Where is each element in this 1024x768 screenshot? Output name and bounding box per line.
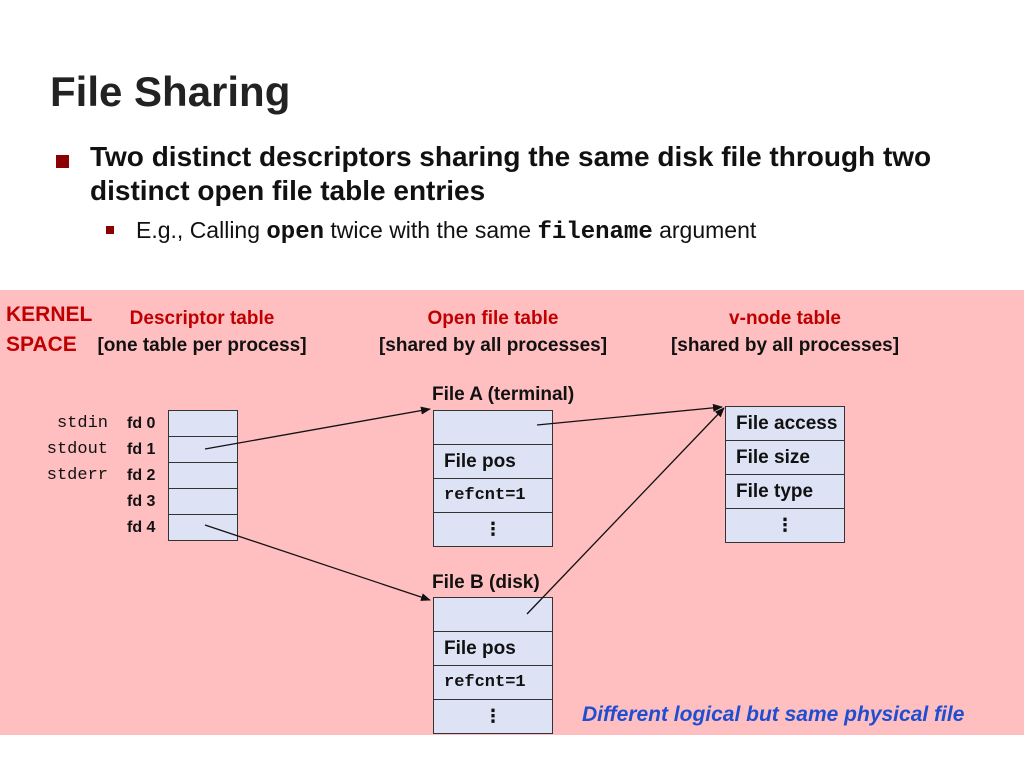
file-a-refcnt: refcnt=1 — [433, 478, 553, 513]
file-b-refcnt: refcnt=1 — [433, 665, 553, 700]
fd-label-1: fd 1 — [127, 441, 156, 458]
vnode-file-size: File size — [725, 440, 845, 475]
physical-file-note: Different logical but same physical file — [582, 703, 965, 726]
open-file-table-title: Open file table — [427, 308, 559, 329]
vnode-file-type: File type — [725, 474, 845, 509]
sub-bullet-square-icon — [106, 226, 114, 234]
file-b-label: File B (disk) — [432, 572, 540, 593]
fd-label-4: fd 4 — [127, 519, 156, 536]
kernel-space-label: KERNEL SPACE — [6, 300, 96, 360]
kernel-label-line2: SPACE — [6, 333, 77, 356]
file-b-pos: File pos — [433, 631, 553, 666]
file-a-pos: File pos — [433, 444, 553, 479]
file-b-more-icon: ⋮ — [433, 699, 553, 734]
sub-bullet-suffix: argument — [659, 217, 757, 243]
vnode-table-title: v-node table — [729, 308, 841, 329]
arrow-fd1-to-file-a — [204, 406, 431, 450]
arrow-file-a-to-vnode — [536, 403, 723, 426]
descriptor-table-subtitle: [one table per process] — [97, 335, 307, 356]
fd-label-2: fd 2 — [127, 467, 156, 484]
sub-bullet-prefix: E.g., Calling — [136, 217, 261, 243]
code-filename: filename — [537, 219, 653, 246]
open-file-table-subtitle: [shared by all processes] — [378, 335, 608, 356]
file-a-more-icon: ⋮ — [433, 512, 553, 547]
page-title: File Sharing — [50, 68, 291, 115]
descriptor-cell-4 — [168, 514, 238, 541]
vnode-more-icon: ⋮ — [725, 508, 845, 543]
fd-label-0: fd 0 — [127, 415, 156, 432]
fd-label-3: fd 3 — [127, 493, 156, 510]
sub-bullet-middle: twice with the same — [330, 217, 532, 243]
arrow-fd4-to-file-b — [204, 524, 431, 601]
kernel-label-line1: KERNEL — [6, 303, 93, 326]
sub-bullet: E.g., Calling open twice with the same f… — [136, 217, 756, 246]
main-bullet: Two distinct descriptors sharing the sam… — [90, 141, 932, 206]
file-a-label: File A (terminal) — [432, 384, 575, 405]
stderr-label: stderr — [46, 466, 108, 485]
stdin-label: stdin — [56, 414, 108, 433]
arrow-file-b-to-vnode — [526, 407, 725, 615]
stdout-label: stdout — [46, 440, 108, 459]
file-b-top-cell — [433, 597, 553, 632]
code-open: open — [266, 219, 325, 246]
bullet-square-icon — [56, 155, 69, 168]
descriptor-table-title: Descriptor table — [129, 308, 275, 329]
vnode-table-subtitle: [shared by all processes] — [670, 335, 900, 356]
